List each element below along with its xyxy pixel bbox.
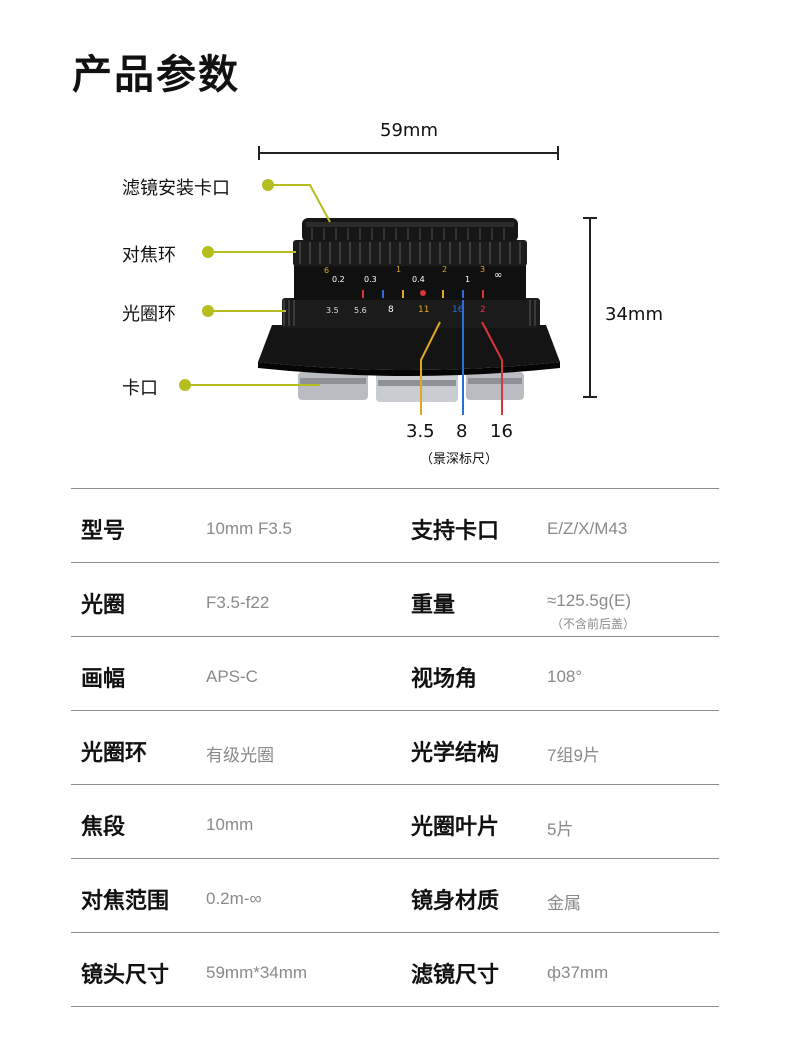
spec-value: E/Z/X/M43 [547,519,628,538]
spec-value: 金属 [547,894,581,913]
spec-value: F3.5-f22 [206,593,270,612]
callout-aperture-ring: 光圈环 [122,304,176,325]
dof-mark-3-5: 3.5 [406,421,435,442]
spec-value: 0.2m-∞ [206,889,262,908]
spec-row: 光圈 F3.5-f22 重量 ≈125.5g(E) （不含前后盖） [71,562,719,636]
spec-row: 型号 10mm F3.5 支持卡口 E/Z/X/M43 [71,488,719,562]
lens-illustration [179,146,597,415]
callout-mount: 卡口 [122,378,158,399]
spec-label: 对焦范围 [81,889,170,914]
aperture-scale-mark: 3.5 [326,306,339,315]
width-dimension-label: 59mm [380,120,438,141]
spec-label: 型号 [81,519,126,544]
focus-scale-mark: 3 [480,265,486,274]
height-dimension-label: 34mm [605,304,663,325]
aperture-scale-mark: 16 [452,305,464,315]
spec-row: 焦段 10mm 光圈叶片 5片 [71,784,719,858]
spec-value: APS-C [206,667,258,686]
spec-value: 10mm F3.5 [206,519,292,538]
focus-scale-mark: 1 [396,265,402,274]
spec-row: 画幅 APS-C 视场角 108° [71,636,719,710]
lens-diagram: 59mm 34mm 滤镜安装卡口 对焦环 光圈环 卡口 6 0.2 0.3 1 … [0,0,790,480]
spec-value: 10mm [206,815,254,834]
spec-label: 焦段 [81,815,126,840]
spec-label: 支持卡口 [411,519,500,544]
dof-scale-note: （景深标尺） [420,452,499,467]
spec-table: 型号 10mm F3.5 支持卡口 E/Z/X/M43 光圈 F3.5-f22 … [71,488,719,1007]
aperture-scale-mark: 11 [418,305,430,315]
spec-value: ф37mm [547,963,609,982]
aperture-scale-mark: 5.6 [354,306,367,315]
aperture-scale-mark: 2 [480,305,486,315]
aperture-scale-mark: 8 [388,305,394,315]
spec-label: 光圈 [81,593,126,618]
focus-scale-mark: 1 [465,275,471,284]
spec-label: 光学结构 [411,741,500,766]
spec-value: 108° [547,667,583,686]
focus-scale-mark: 0.4 [412,275,425,284]
spec-row: 对焦范围 0.2m-∞ 镜身材质 金属 [71,858,719,932]
focus-scale-mark: 2 [442,265,448,274]
spec-label: 镜头尺寸 [81,963,170,988]
spec-row: 光圈环 有级光圈 光学结构 7组9片 [71,710,719,784]
spec-row: 镜头尺寸 59mm*34mm 滤镜尺寸 ф37mm [71,932,719,1007]
spec-label: 画幅 [81,667,126,692]
spec-label: 光圈叶片 [411,815,500,840]
spec-label: 滤镜尺寸 [411,963,500,988]
spec-value: 7组9片 [547,746,600,765]
page-title: 产品参数 [72,52,240,98]
spec-note: （不含前后盖） [551,617,636,631]
focus-scale-mark: 6 [324,266,330,275]
focus-scale-mark: ∞ [494,270,503,281]
dof-mark-8: 8 [456,421,468,442]
focus-scale-mark: 0.2 [332,275,345,284]
spec-value: 59mm*34mm [206,963,308,982]
spec-label: 镜身材质 [411,889,500,914]
spec-value: 5片 [547,820,574,839]
spec-label: 重量 [411,593,456,618]
spec-value: ≈125.5g(E) [547,591,631,610]
callout-focus-ring: 对焦环 [122,245,176,266]
spec-value: 有级光圈 [206,746,274,765]
spec-label: 光圈环 [81,741,148,766]
dof-mark-16: 16 [490,421,513,442]
focus-scale-mark: 0.3 [364,275,377,284]
callout-filter-mount: 滤镜安装卡口 [122,178,230,199]
spec-label: 视场角 [411,667,478,692]
